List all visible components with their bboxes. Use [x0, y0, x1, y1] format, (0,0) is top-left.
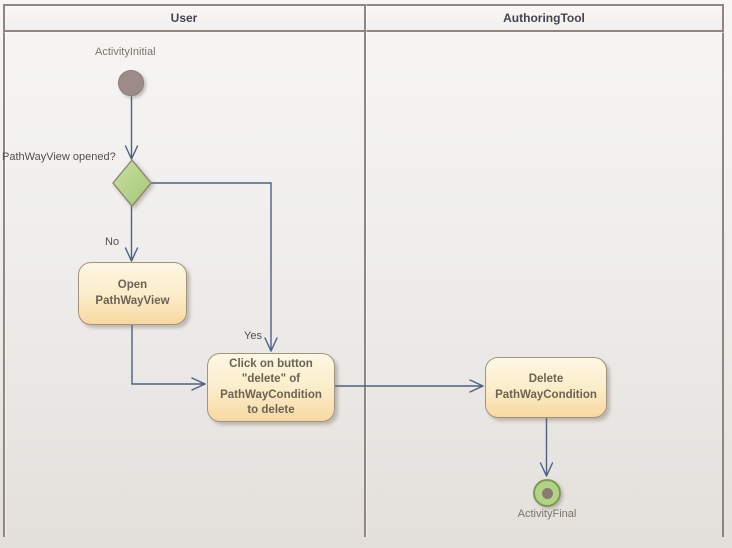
decision-diamond[interactable]	[110, 157, 154, 209]
flow-decision-no-to-open	[124, 205, 139, 262]
lane-divider	[364, 4, 366, 537]
edge-label-no: No	[105, 236, 120, 248]
decision-diamond-shape	[112, 158, 152, 208]
lane-header-authoringtool: AuthoringTool	[503, 11, 585, 25]
action-open-pathwayview[interactable]: Open PathWayView	[78, 262, 187, 325]
flow-click-to-delete	[334, 379, 484, 393]
activity-final-label: ActivityFinal	[517, 508, 577, 520]
flow-decision-yes-to-click	[150, 182, 278, 352]
action-open-pathwayview-text: Open PathWayView	[95, 279, 170, 307]
action-delete-pathwaycondition-text: Delete PathWayCondition	[495, 373, 597, 401]
flow-open-to-click	[131, 324, 206, 391]
activity-final-node[interactable]	[533, 479, 561, 507]
lane-header-user: User	[170, 11, 198, 25]
action-click-delete-button[interactable]: Click on button "delete" of PathWayCondi…	[207, 353, 335, 422]
activity-initial-node[interactable]	[118, 70, 144, 96]
swimlane-header-row	[3, 4, 724, 32]
action-click-delete-button-text: Click on button "delete" of PathWayCondi…	[220, 357, 322, 417]
flow-delete-to-final	[539, 417, 554, 477]
decision-guard-label: PathWayView opened?	[2, 151, 116, 163]
flow-initial-to-decision	[124, 96, 139, 160]
activity-final-inner-dot	[541, 487, 553, 499]
edge-label-yes: Yes	[244, 330, 262, 342]
activity-initial-label: ActivityInitial	[95, 46, 156, 58]
action-delete-pathwaycondition[interactable]: Delete PathWayCondition	[485, 357, 607, 418]
